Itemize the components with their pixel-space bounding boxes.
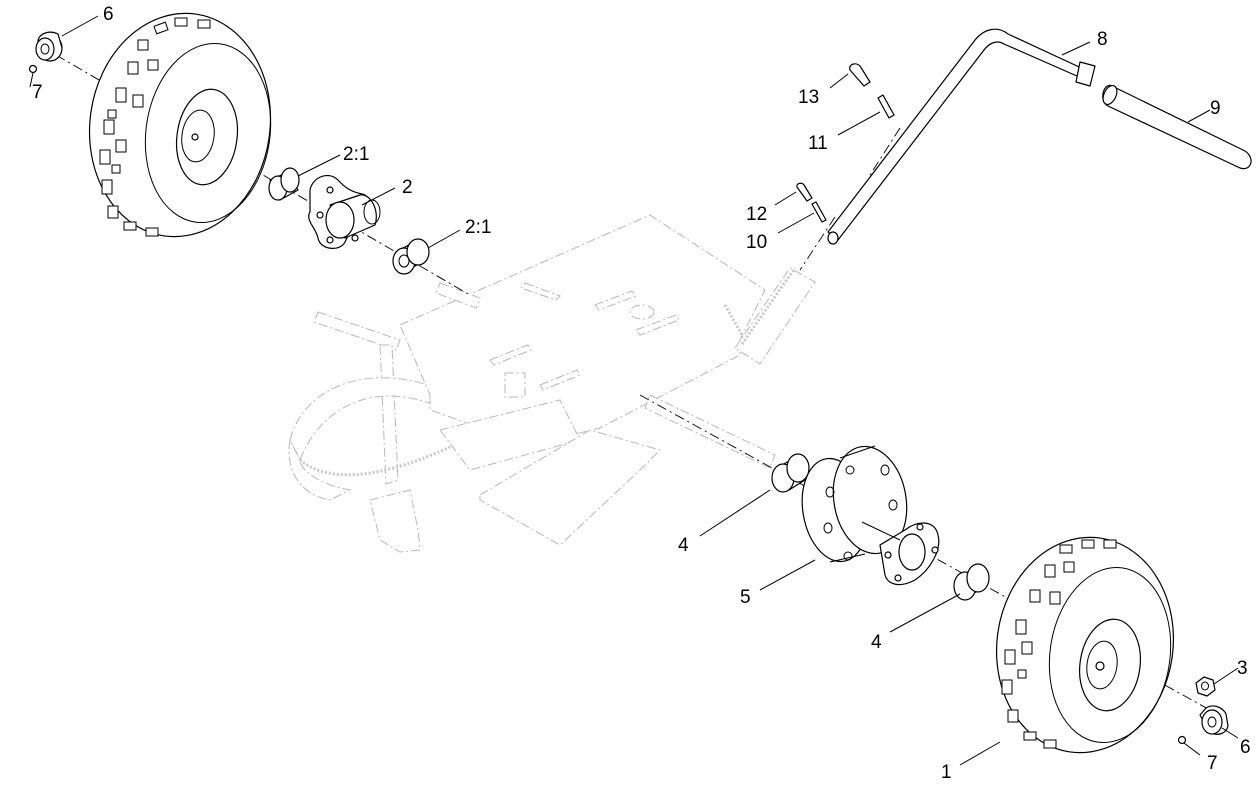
frame-deck-ghost: [288, 214, 816, 553]
hub-flange-lower: [861, 521, 940, 586]
callout-2: 2: [402, 177, 413, 198]
callout-11: 11: [808, 133, 828, 154]
callout-7-top: 7: [32, 82, 43, 103]
handle-grip: [1102, 84, 1252, 170]
bolt-bottom: [1177, 735, 1187, 745]
callout-2-1-upper: 2:1: [343, 144, 369, 165]
callout-5: 5: [740, 587, 751, 608]
callout-2-1-lower: 2:1: [465, 217, 491, 238]
roll-pin-10: [811, 201, 827, 223]
bearing-bottom: [1199, 705, 1229, 735]
callout-4-lower: 4: [871, 632, 882, 653]
bushing-upper-left: [268, 167, 300, 201]
bearing-top: [35, 31, 63, 62]
callout-6-top: 6: [103, 4, 114, 25]
leader-lines: [29, 15, 1239, 766]
tread-pattern: [99, 17, 211, 237]
wheel-bottom-right: [995, 536, 1175, 754]
pin-12: [796, 182, 813, 202]
callout-labels: 6 7 2:1 2 2:1 8 9 13 11 12 10 4 5 4 3 6 …: [32, 4, 1251, 783]
callout-1: 1: [941, 762, 952, 783]
roll-pin-11: [877, 94, 895, 119]
callout-6-bottom: 6: [1240, 737, 1251, 758]
callout-12: 12: [746, 204, 767, 225]
callout-10: 10: [746, 232, 767, 253]
wheel-top-left: [88, 12, 272, 238]
hub-assembly: [308, 175, 381, 249]
handle-tube: [827, 28, 1096, 245]
callout-4-upper: 4: [678, 535, 689, 556]
callout-3: 3: [1237, 658, 1248, 679]
callout-9: 9: [1210, 98, 1221, 119]
callout-13: 13: [798, 87, 819, 108]
rim-drum: [801, 445, 908, 563]
spacer-lower: [953, 563, 990, 601]
callout-7-bottom: 7: [1207, 753, 1218, 774]
callout-8: 8: [1097, 29, 1108, 50]
spacer-upper: [771, 453, 810, 493]
nut: [1195, 676, 1216, 697]
tread-pattern: [1001, 539, 1117, 749]
bushing-lower: [392, 238, 430, 275]
bolt-top: [28, 64, 38, 74]
pin-13: [849, 63, 871, 87]
